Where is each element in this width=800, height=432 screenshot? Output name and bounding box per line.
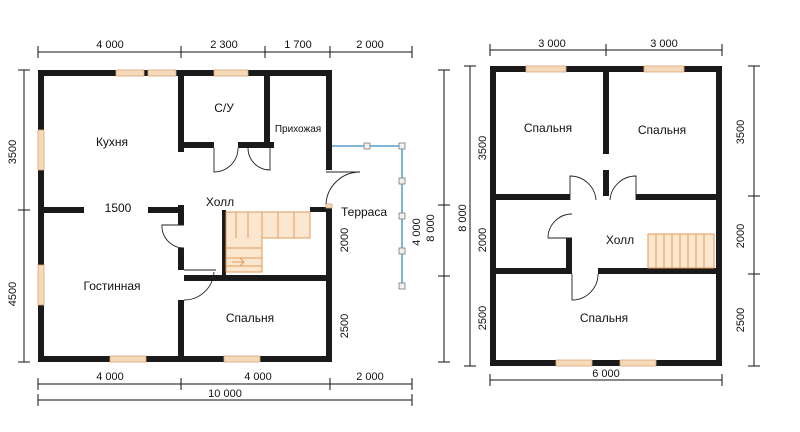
floor2-walls	[490, 66, 722, 366]
floor2-top-dimensions: 3 000 3 000	[489, 38, 723, 56]
floor1-doors	[161, 147, 361, 301]
floor2-left-dimensions: 8 000 3500 2000 2500	[457, 65, 489, 367]
window	[37, 264, 45, 306]
floor2-bottom-dimensions: 6 000	[489, 368, 723, 386]
floor2-windows	[525, 65, 685, 367]
floor1-bottom-dimensions: 4 000 4 000 2 000 10 000	[37, 371, 413, 406]
floor1-walls	[38, 70, 332, 362]
window	[643, 65, 685, 73]
dim-total-width: 10 000	[208, 388, 242, 400]
f2-dim-right-2: 2000	[735, 224, 747, 248]
floor2-right-dimensions: 3500 2000 2500	[735, 65, 760, 367]
f2-dim-top-1: 3 000	[538, 38, 566, 50]
window	[109, 355, 147, 363]
room-terrace: Терраса	[341, 205, 387, 219]
window	[525, 65, 567, 73]
floor1-plan: 4 000 2 300 1 700 2 000 4 000 4 000 2 00…	[7, 39, 450, 406]
terrace-railing	[332, 142, 406, 290]
floor2-plan: 3 000 3 000 6 000 8 000 3500 2000 2500	[457, 38, 760, 386]
dim-bottom-3: 2 000	[356, 371, 384, 383]
f2-room-bedroom-left: Спальня	[524, 121, 572, 135]
window	[115, 69, 145, 77]
room-bathroom: С/У	[214, 101, 234, 115]
window	[147, 69, 177, 77]
room-living: Гостинная	[84, 279, 141, 293]
dim-right-1: 2000	[339, 228, 351, 252]
floor1-windows	[37, 69, 333, 363]
dim-top-4: 2 000	[356, 39, 384, 51]
dim-left-1: 3500	[7, 140, 19, 164]
f2-room-bedroom-right: Спальня	[638, 123, 686, 137]
dim-terrace-1: 4 000	[411, 218, 423, 246]
f2-dim-right-1: 3500	[735, 120, 747, 144]
entrance-door	[325, 171, 361, 205]
room-bedroom: Спальня	[226, 311, 274, 325]
f2-dim-left-2: 2000	[477, 228, 489, 252]
f2-room-bedroom-bottom: Спальня	[580, 311, 628, 325]
floor2-stairs	[647, 233, 715, 269]
room-hallway: Прихожая	[275, 124, 321, 135]
floor1-top-dimensions: 4 000 2 300 1 700 2 000	[37, 39, 413, 58]
window	[555, 359, 593, 367]
dim-terrace-2: 8 000	[425, 214, 437, 242]
f2-dim-left-3: 2500	[477, 306, 489, 330]
f2-dim-bottom: 6 000	[592, 368, 620, 380]
dim-bottom-2: 4 000	[244, 371, 272, 383]
dim-top-2: 2 300	[210, 39, 238, 51]
window	[619, 359, 657, 367]
floor2-doors	[547, 175, 637, 301]
window	[213, 69, 249, 77]
window	[223, 355, 261, 363]
dim-top-3: 1 700	[284, 39, 312, 51]
room-kitchen: Кухня	[96, 135, 128, 149]
f2-dim-left-1: 3500	[477, 136, 489, 160]
f2-dim-overall: 8 000	[457, 204, 469, 232]
f2-room-hall: Холл	[606, 233, 634, 247]
floor1-stairs	[225, 211, 311, 273]
dim-right-2: 2500	[339, 314, 351, 338]
window	[37, 129, 45, 171]
dim-top-1: 4 000	[96, 39, 124, 51]
dim-left-2: 4500	[7, 282, 19, 306]
f2-dim-right-3: 2500	[735, 308, 747, 332]
dim-bottom-1: 4 000	[96, 371, 124, 383]
f2-dim-top-2: 3 000	[650, 38, 678, 50]
floor1-left-dimensions: 3500 4500	[7, 69, 30, 363]
floor1-right-dimensions: 2000 2500 4 000 8 000	[339, 69, 450, 363]
room-hall: Холл	[206, 195, 234, 209]
opening-width: 1500	[105, 201, 132, 215]
window	[325, 203, 333, 209]
